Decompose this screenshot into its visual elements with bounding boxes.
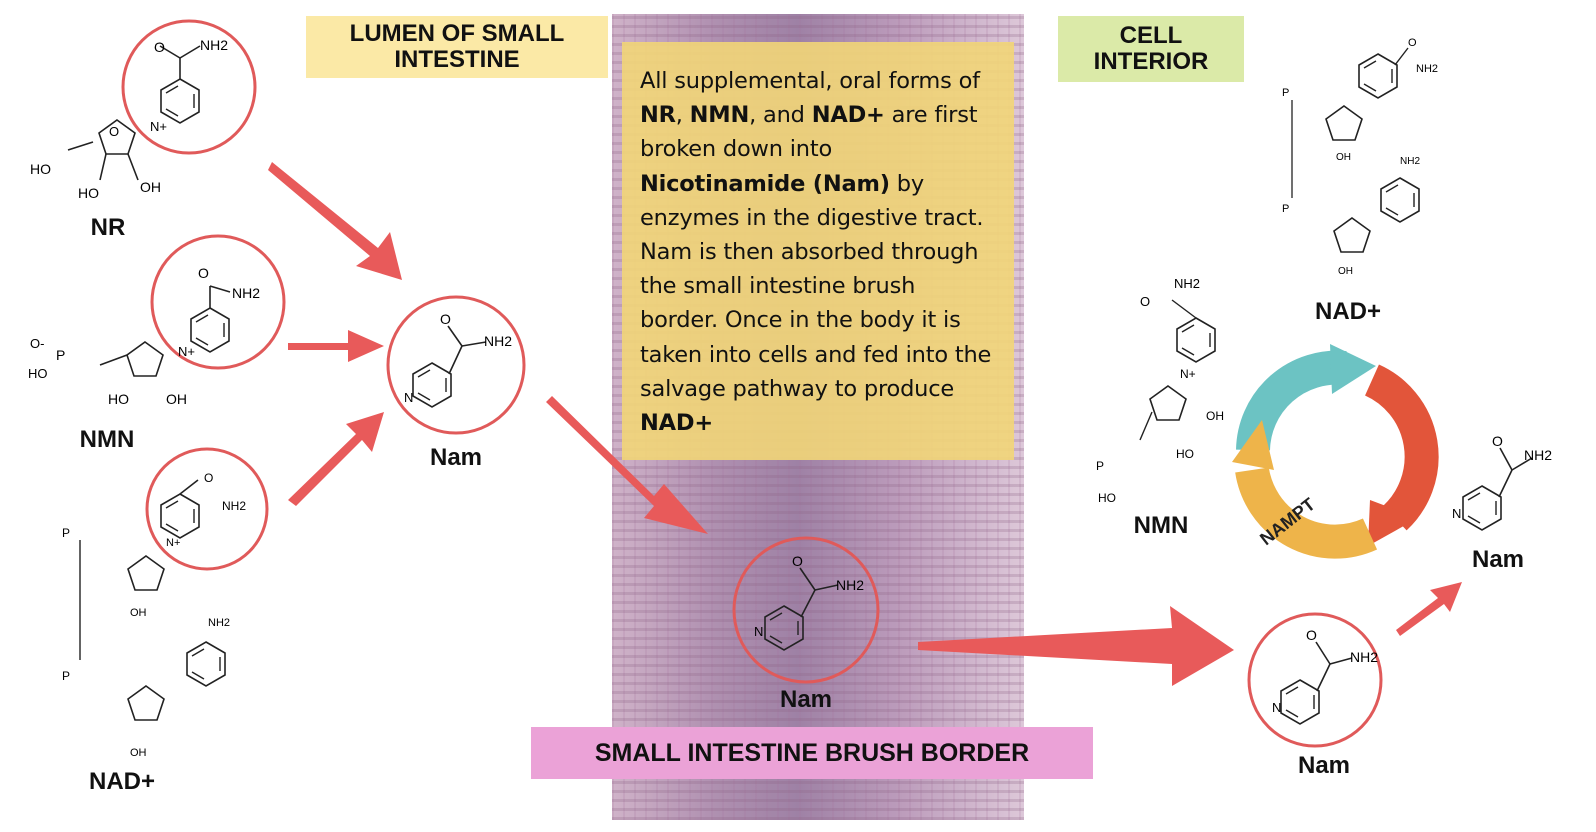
nam-cycle-label: Nam [1471, 546, 1525, 573]
arrow-brush-to-cell [918, 606, 1234, 686]
nmn-ho-atom: HO [28, 366, 48, 381]
nr-ho2-atom: HO [78, 185, 99, 201]
nam-cell-structure: O NH2 N [1247, 612, 1383, 748]
nad-left-oh2: OH [130, 747, 147, 759]
arrow-nam-to-brush [546, 396, 708, 534]
nr-label: NR [90, 214, 126, 241]
nad-right-p1: P [1282, 87, 1289, 99]
nam-brush-o: O [792, 553, 803, 569]
cycle-red-arrowhead [1368, 500, 1418, 546]
cycle-teal-arrowhead [1330, 344, 1376, 394]
nam-lumen-n: N [404, 390, 413, 405]
arrow-nmn-to-nam [288, 330, 384, 362]
nmn-structure: O NH2 N+ O- P HO HO OH [28, 234, 286, 407]
nam-cell-n: N [1272, 700, 1281, 715]
cycle-teal-arc [1236, 350, 1347, 451]
lumen-label: LUMEN OF SMALL INTESTINE [306, 16, 608, 78]
nad-right-o: O [1408, 37, 1417, 49]
nam-cell-nh2: NH2 [1350, 649, 1378, 665]
nam-lumen-o: O [440, 311, 451, 327]
nam-brush-structure: O NH2 N [732, 536, 880, 684]
nmn-right-ho: HO [1098, 491, 1116, 505]
explanation-box: All supplemental, oral forms of NR, NMN,… [622, 42, 1014, 460]
nad-right-nh2: NH2 [1416, 63, 1438, 75]
explanation-text: All supplemental, oral forms of NR, NMN,… [640, 68, 992, 437]
nam-brush-nh2: NH2 [836, 577, 864, 593]
arrow-nr-to-nam [268, 162, 402, 280]
nam-cycle-n: N [1452, 506, 1461, 521]
nad-right-label: NAD+ [1314, 298, 1381, 325]
nam-cycle-nh2: NH2 [1524, 447, 1552, 463]
nmn-right-p: P [1096, 459, 1104, 473]
nmn-right-oh: OH [1206, 409, 1224, 423]
nmn-left-label: NMN [79, 426, 135, 453]
nad-right-structure: O NH2 P P NH2 OH OH [1282, 37, 1438, 277]
nad-right-nh2-2: NH2 [1400, 156, 1420, 167]
nam-cycle-o: O [1492, 433, 1503, 449]
nmn-right-label: NMN [1133, 512, 1189, 539]
nam-lumen-label: Nam [429, 444, 483, 471]
nam-lumen-structure: O NH2 N [386, 295, 526, 435]
nam-cell-label: Nam [1297, 752, 1351, 779]
nmn-right-nh2: NH2 [1174, 276, 1200, 291]
nmn-right-structure: O NH2 N+ P HO HO OH [1096, 276, 1224, 505]
cycle-red-arc [1364, 364, 1439, 531]
nr-ho-atom: HO [30, 161, 51, 177]
nad-left-p2: P [62, 669, 70, 683]
flow-arrows [268, 162, 1462, 686]
nad-left-nh2-atom: NH2 [222, 499, 246, 513]
nad-left-o-atom: O [204, 471, 213, 485]
arrow-nad-to-nam [288, 412, 384, 506]
nmn-o-atom: O [198, 265, 209, 281]
nmn-right-n: N+ [1180, 367, 1196, 381]
nmn-ho2-atom: HO [108, 391, 129, 407]
nad-left-nh2-2: NH2 [208, 617, 230, 629]
nad-left-structure: O NH2 N+ P P NH2 OH OH [62, 447, 269, 759]
cycle-orange-arrowhead [1232, 420, 1274, 470]
nad-right-oh1: OH [1336, 152, 1351, 163]
nr-n-atom: N+ [150, 119, 167, 134]
arrow-cell-to-cycle [1396, 582, 1462, 636]
salvage-cycle: NAMPT [1232, 344, 1439, 559]
nad-left-label: NAD+ [88, 768, 155, 795]
nmn-p-atom: P [56, 347, 65, 363]
nmn-right-ho2: HO [1176, 447, 1194, 461]
nad-left-n-atom: N+ [166, 537, 180, 549]
cell-interior-label: CELL INTERIOR [1058, 16, 1244, 82]
nam-cell-o: O [1306, 627, 1317, 643]
nr-ring-o: O [109, 124, 119, 139]
nam-lumen-nh2: NH2 [484, 333, 512, 349]
nr-structure: O NH2 N+ HO HO OH O [30, 19, 257, 201]
nr-oh-atom: OH [140, 179, 161, 195]
nad-right-oh2: OH [1338, 266, 1353, 277]
nmn-nh2-atom: NH2 [232, 285, 260, 301]
nmn-right-o: O [1140, 294, 1150, 309]
nr-o-atom: O [154, 39, 165, 55]
cycle-orange-arc [1235, 466, 1378, 559]
nr-nh2-atom: NH2 [200, 37, 228, 53]
nad-right-p2: P [1282, 203, 1289, 215]
nmn-n-atom: N+ [178, 344, 195, 359]
nmn-phosphate: O- [30, 336, 44, 351]
nam-brush-label: Nam [779, 686, 833, 713]
nmn-oh-atom: OH [166, 391, 187, 407]
nad-left-p1: P [62, 526, 70, 540]
nad-left-oh1: OH [130, 607, 147, 619]
nam-brush-n: N [754, 624, 763, 639]
nam-cycle-structure: O NH2 N [1452, 433, 1552, 531]
brush-border-label: SMALL INTESTINE BRUSH BORDER [531, 727, 1093, 779]
